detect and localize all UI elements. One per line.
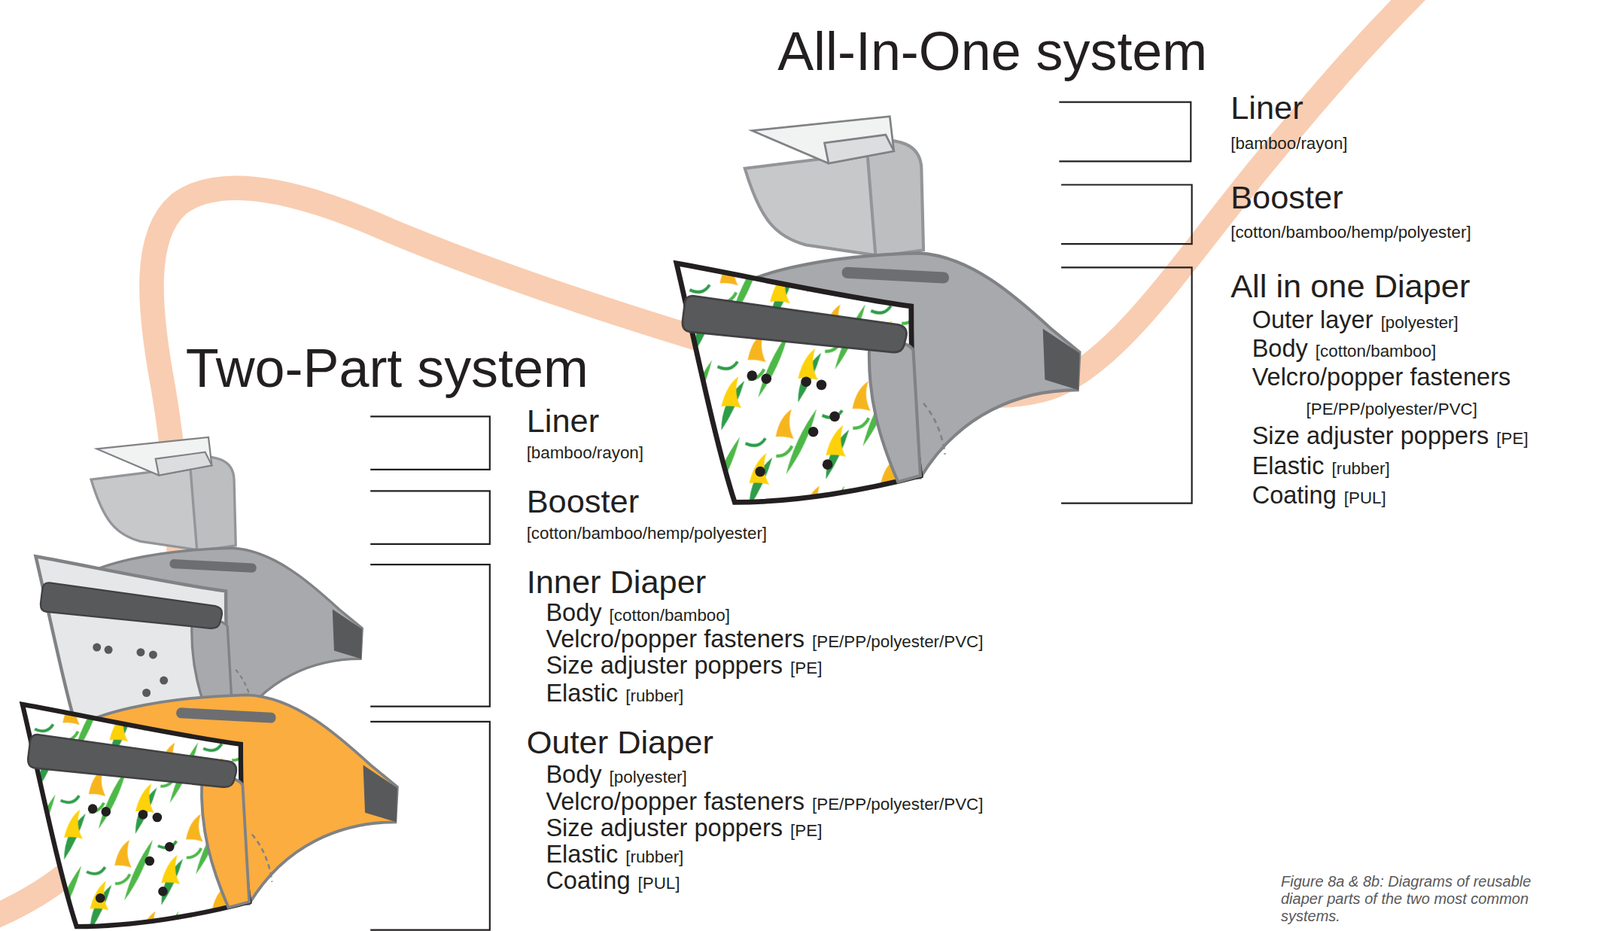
label-row: Booster xyxy=(526,483,639,521)
component-name: Outer layer xyxy=(1252,306,1374,335)
material-label: [cotton/bamboo/hemp/polyester] xyxy=(1230,222,1471,243)
all-in-one-diaper xyxy=(676,116,1080,503)
system-heading: All-In-One system xyxy=(777,19,1208,83)
popper-set xyxy=(88,803,175,903)
material-label: [bamboo/rayon] xyxy=(526,443,644,463)
label-row: Size adjuster poppers [PE] xyxy=(545,652,822,681)
label-row: Coating [PUL] xyxy=(1252,481,1387,510)
label-row: All in one Diaper xyxy=(1230,267,1470,306)
material-label: [cotton/bamboo] xyxy=(1315,341,1436,362)
label-row: [PE/PP/polyester/PVC] xyxy=(1306,399,1478,420)
label-row: Size adjuster poppers [PE] xyxy=(545,814,822,843)
material-label: [rubber] xyxy=(625,686,684,706)
part-heading: All in one Diaper xyxy=(1230,267,1470,306)
part-heading: Booster xyxy=(526,483,639,521)
component-name: Body xyxy=(545,599,602,627)
velcro-strap xyxy=(40,582,223,629)
bracket xyxy=(370,416,490,470)
material-label: [cotton/bamboo] xyxy=(609,605,731,626)
label-row: [cotton/bamboo/hemp/polyester] xyxy=(1230,222,1471,243)
part-heading: Outer Diaper xyxy=(526,723,714,762)
material-label: [cotton/bamboo/hemp/polyester] xyxy=(526,523,767,544)
popper-set xyxy=(746,370,840,477)
label-row: Two-Part system xyxy=(185,337,589,400)
component-name: Velcro/popper fasteners xyxy=(1252,363,1512,392)
label-row: Velcro/popper fasteners [PE/PP/polyester/… xyxy=(545,625,983,654)
material-label: [rubber] xyxy=(1332,459,1391,479)
label-row: Elastic [rubber] xyxy=(1252,452,1391,481)
label-row: Velcro/popper fasteners xyxy=(1252,363,1512,392)
label-row: Coating [PUL] xyxy=(545,867,680,896)
bracket xyxy=(370,721,490,931)
liner-and-booster xyxy=(91,437,236,552)
component-name: Elastic xyxy=(545,840,618,869)
brackets xyxy=(370,102,1192,931)
diaper-leg xyxy=(869,341,921,482)
component-name: Size adjuster poppers xyxy=(545,652,783,681)
bracket xyxy=(1058,102,1191,162)
label-row: Velcro/popper fasteners [PE/PP/polyester/… xyxy=(545,787,983,816)
material-label: [PE/PP/polyester/PVC] xyxy=(1306,399,1478,420)
material-label: [PE] xyxy=(1496,429,1528,450)
part-heading: Inner Diaper xyxy=(526,563,707,602)
bracket xyxy=(370,564,490,707)
material-label: [rubber] xyxy=(625,847,684,867)
material-label: [polyester] xyxy=(609,768,688,788)
component-name: Size adjuster poppers xyxy=(545,814,783,843)
label-row: All-In-One system xyxy=(777,19,1208,83)
label-row: Outer layer [polyester] xyxy=(1252,306,1459,335)
label-row: [bamboo/rayon] xyxy=(1230,133,1348,154)
label-row: [bamboo/rayon] xyxy=(526,443,644,463)
material-label: [PUL] xyxy=(1344,488,1387,508)
part-heading: Booster xyxy=(1230,179,1343,217)
bracket xyxy=(1061,267,1193,503)
diaper-front xyxy=(22,704,250,927)
label-row: [cotton/bamboo/hemp/polyester] xyxy=(526,523,767,544)
material-label: [PUL] xyxy=(638,874,681,895)
velcro-strap xyxy=(682,295,907,353)
label-row: Liner xyxy=(526,402,600,441)
diaper-front xyxy=(676,263,921,502)
part-heading: Liner xyxy=(1230,89,1303,128)
part-heading: Liner xyxy=(526,402,600,441)
component-name: Coating xyxy=(545,867,630,896)
material-label: [PE/PP/polyester/PVC] xyxy=(812,794,983,815)
label-row: Liner xyxy=(1230,89,1303,128)
material-label: [polyester] xyxy=(1380,313,1459,333)
component-name: Size adjuster poppers xyxy=(1252,422,1490,451)
label-row: Body [polyester] xyxy=(545,761,687,790)
material-label: [PE] xyxy=(790,659,822,679)
label-row: Body [cotton/bamboo] xyxy=(545,599,731,627)
label-row: Elastic [rubber] xyxy=(545,679,684,708)
system-heading: Two-Part system xyxy=(185,337,589,400)
label-row: Inner Diaper xyxy=(526,563,707,602)
label-row: Booster xyxy=(1230,179,1343,217)
component-name: Elastic xyxy=(545,679,618,708)
material-label: [PE/PP/polyester/PVC] xyxy=(812,632,983,652)
label-row: Body [cotton/bamboo] xyxy=(1252,334,1437,363)
liner-and-booster xyxy=(745,116,924,258)
bracket xyxy=(370,490,490,545)
component-name: Body xyxy=(545,761,602,790)
component-name: Velcro/popper fasteners xyxy=(545,625,805,654)
label-row: Size adjuster poppers [PE] xyxy=(1252,422,1529,451)
diaper-leg xyxy=(201,777,250,908)
label-row: Elastic [rubber] xyxy=(545,840,684,869)
material-label: [PE] xyxy=(790,821,822,841)
outer-diaper xyxy=(22,694,398,927)
material-label: [bamboo/rayon] xyxy=(1230,133,1348,154)
component-name: Coating xyxy=(1252,481,1337,510)
component-name: Elastic xyxy=(1252,452,1325,481)
figure-caption: Figure 8a & 8b: Diagrams of reusable dia… xyxy=(1280,873,1560,925)
velcro-strap xyxy=(27,734,237,788)
bracket xyxy=(1061,185,1193,245)
decorative-band xyxy=(0,0,1419,919)
component-name: Body xyxy=(1252,334,1308,363)
component-name: Velcro/popper fasteners xyxy=(545,787,805,816)
label-row: Outer Diaper xyxy=(526,723,714,762)
